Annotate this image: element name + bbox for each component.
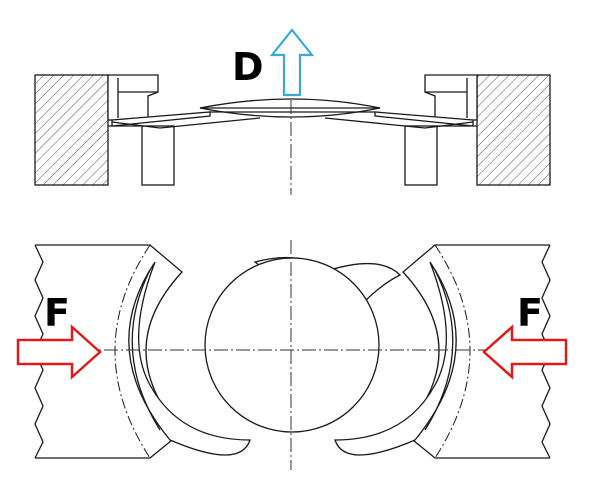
force-label-left: F	[44, 291, 70, 335]
force-arrow-left-icon	[16, 324, 102, 380]
displacement-arrow-icon	[269, 28, 315, 97]
force-arrow-right-icon	[482, 324, 568, 380]
force-label-right: F	[517, 291, 543, 335]
right-housing	[404, 74, 551, 186]
displacement-label: D	[232, 45, 264, 89]
section-view	[34, 74, 551, 186]
lens-profile	[199, 98, 381, 118]
flexure-legs	[111, 111, 474, 129]
plan-view	[34, 244, 551, 459]
lens-circle	[204, 257, 380, 433]
left-housing	[34, 74, 175, 186]
